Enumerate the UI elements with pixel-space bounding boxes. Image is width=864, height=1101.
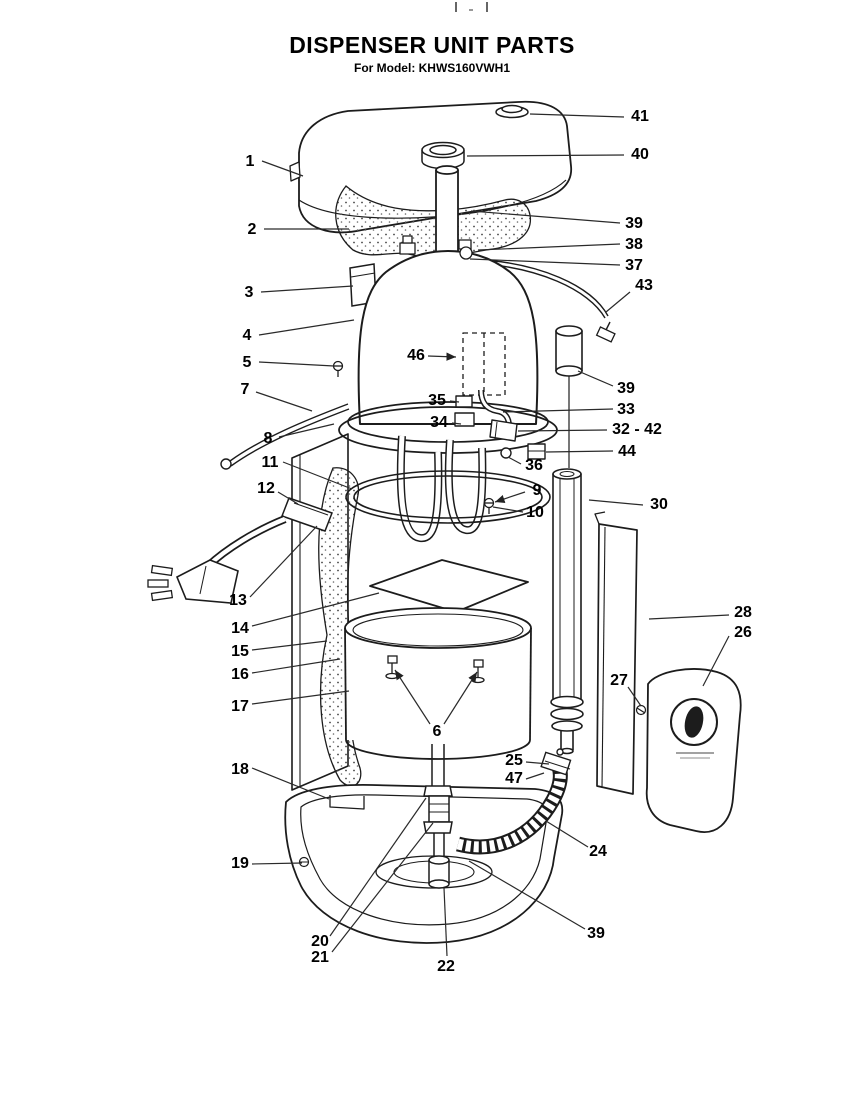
power-cord-plug [147, 497, 333, 604]
registration-marks [455, 2, 488, 12]
screw-9-10 [483, 497, 495, 514]
fitting-38 [399, 235, 416, 255]
control-panel [645, 668, 742, 833]
inlet-tube [435, 165, 459, 252]
base-tray [284, 784, 564, 944]
lower-tank [344, 607, 532, 760]
page-title: DISPENSER UNIT PARTS [289, 32, 575, 58]
fitting-37 [458, 239, 473, 260]
overflow-tube [550, 468, 584, 755]
heater-u-tubes [396, 435, 487, 543]
screw-5 [332, 360, 344, 377]
small-cylinder-39 [555, 325, 583, 468]
screw-19 [298, 856, 310, 868]
drain-valve-assembly [423, 744, 453, 889]
filler-cap [421, 141, 465, 170]
hidden-element-46 [462, 332, 506, 396]
knob-pointer [684, 706, 704, 738]
side-bracket-panel [594, 511, 638, 795]
hose-clamp [540, 748, 572, 776]
outlet-fittings [454, 389, 546, 460]
drain-hose [456, 764, 568, 855]
tank-dome [338, 235, 558, 460]
vent-cap [495, 104, 529, 119]
top-insulation [335, 185, 531, 259]
gasket-ring [345, 470, 551, 524]
leader-lines [249, 113, 730, 957]
model-subtitle: For Model: KHWS160VWH1 [353, 61, 510, 75]
screw-27 [635, 704, 647, 716]
cover-plate [369, 559, 529, 613]
diagram-header: DISPENSER UNIT PARTS For Model: KHWS160V… [0, 32, 864, 75]
